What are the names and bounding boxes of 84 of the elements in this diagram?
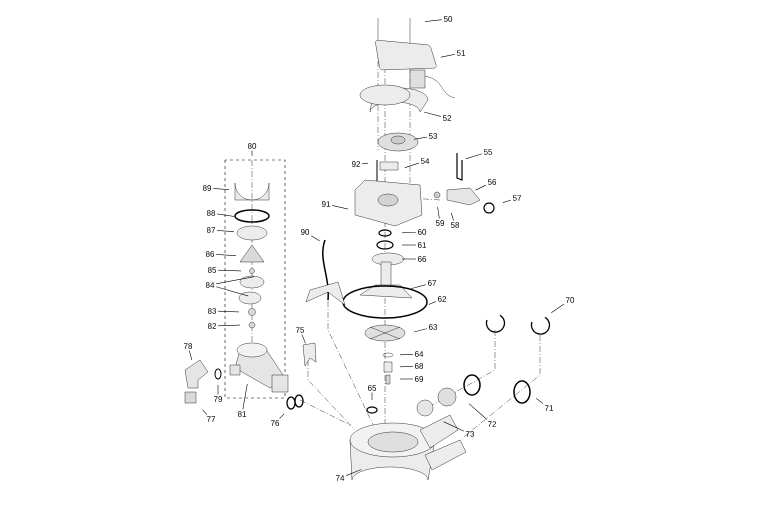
leader-line [216,276,254,284]
callout-number: 51 [456,50,466,56]
leader-line [414,136,428,140]
leader-line [400,378,414,380]
callout-number: 89 [202,185,212,191]
leader-line [212,188,230,190]
leader-line [400,366,414,368]
leader-line [218,270,242,272]
leader-line [216,230,234,232]
leader-line [216,254,236,256]
callout-number: 59 [436,220,444,226]
leader-line [440,54,456,58]
callout-number: 79 [214,396,222,402]
callout-number: 75 [296,327,304,333]
leader-line [362,162,368,164]
callout-number: 55 [484,149,492,155]
callout-number: 92 [352,161,360,167]
callout-number: 84 [206,282,214,288]
leader-line [400,354,414,356]
callout-number: 83 [208,308,216,314]
callout-number: 77 [206,416,216,422]
leader-line [428,301,436,305]
leader-line [414,328,428,332]
leader-line [437,206,440,219]
leader-line [310,235,320,242]
leader-line [188,350,192,360]
leader-line [279,414,284,419]
callout-number: 90 [300,229,310,235]
leader-line [424,112,442,117]
leader-line [404,162,420,168]
leader-line [216,286,248,296]
leader-line [216,214,234,217]
callout-number: 86 [206,251,214,257]
leader-line [402,258,416,260]
callout-number: 81 [238,411,246,417]
leader-line [468,403,488,420]
callout-number: 91 [322,201,330,207]
callout-number: 74 [336,475,344,481]
callout-number: 58 [450,222,460,228]
callout-number: 71 [544,405,554,411]
leader-line [346,469,362,476]
leader-line [218,324,240,326]
leader-line [450,212,454,221]
callout-number: 67 [428,280,436,286]
leader-line [202,410,208,415]
leader-line [424,19,442,22]
callout-number: 62 [438,296,446,302]
callout-number: 78 [184,343,192,349]
callout-number: 82 [208,323,216,329]
leader-line [402,232,416,234]
leader-line [475,184,486,190]
callout-number: 53 [428,133,438,139]
leader-line [466,154,482,160]
callout-number: 73 [466,431,474,437]
callout-number: 87 [206,227,216,233]
leader-line [410,284,426,290]
leader-line [332,205,348,210]
callout-number: 52 [442,115,452,121]
leader-line [536,398,544,404]
callout-number: 54 [420,158,430,164]
leader-line [242,384,248,410]
leader-line [502,200,512,203]
callout-number: 66 [418,256,426,262]
callout-number: 65 [368,385,376,391]
leader-line [302,334,306,344]
callout-number: 56 [488,179,496,185]
callout-number: 76 [270,420,280,426]
leader-line [402,244,416,246]
callout-number: 60 [418,229,426,235]
callout-number: 50 [444,16,452,22]
callout-number: 88 [206,210,216,216]
leader-line [443,421,464,432]
callout-number: 57 [512,195,522,201]
callout-number: 68 [414,363,424,369]
callout-number: 80 [248,143,256,149]
callout-number: 72 [488,421,496,427]
callout-number: 69 [414,376,424,382]
callout-number: 64 [414,351,424,357]
callout-number: 63 [428,324,438,330]
callout-number: 70 [566,297,574,303]
callout-number: 61 [418,242,426,248]
leader-line [551,304,564,313]
callout-number: 85 [208,267,216,273]
leader-line [218,310,240,312]
